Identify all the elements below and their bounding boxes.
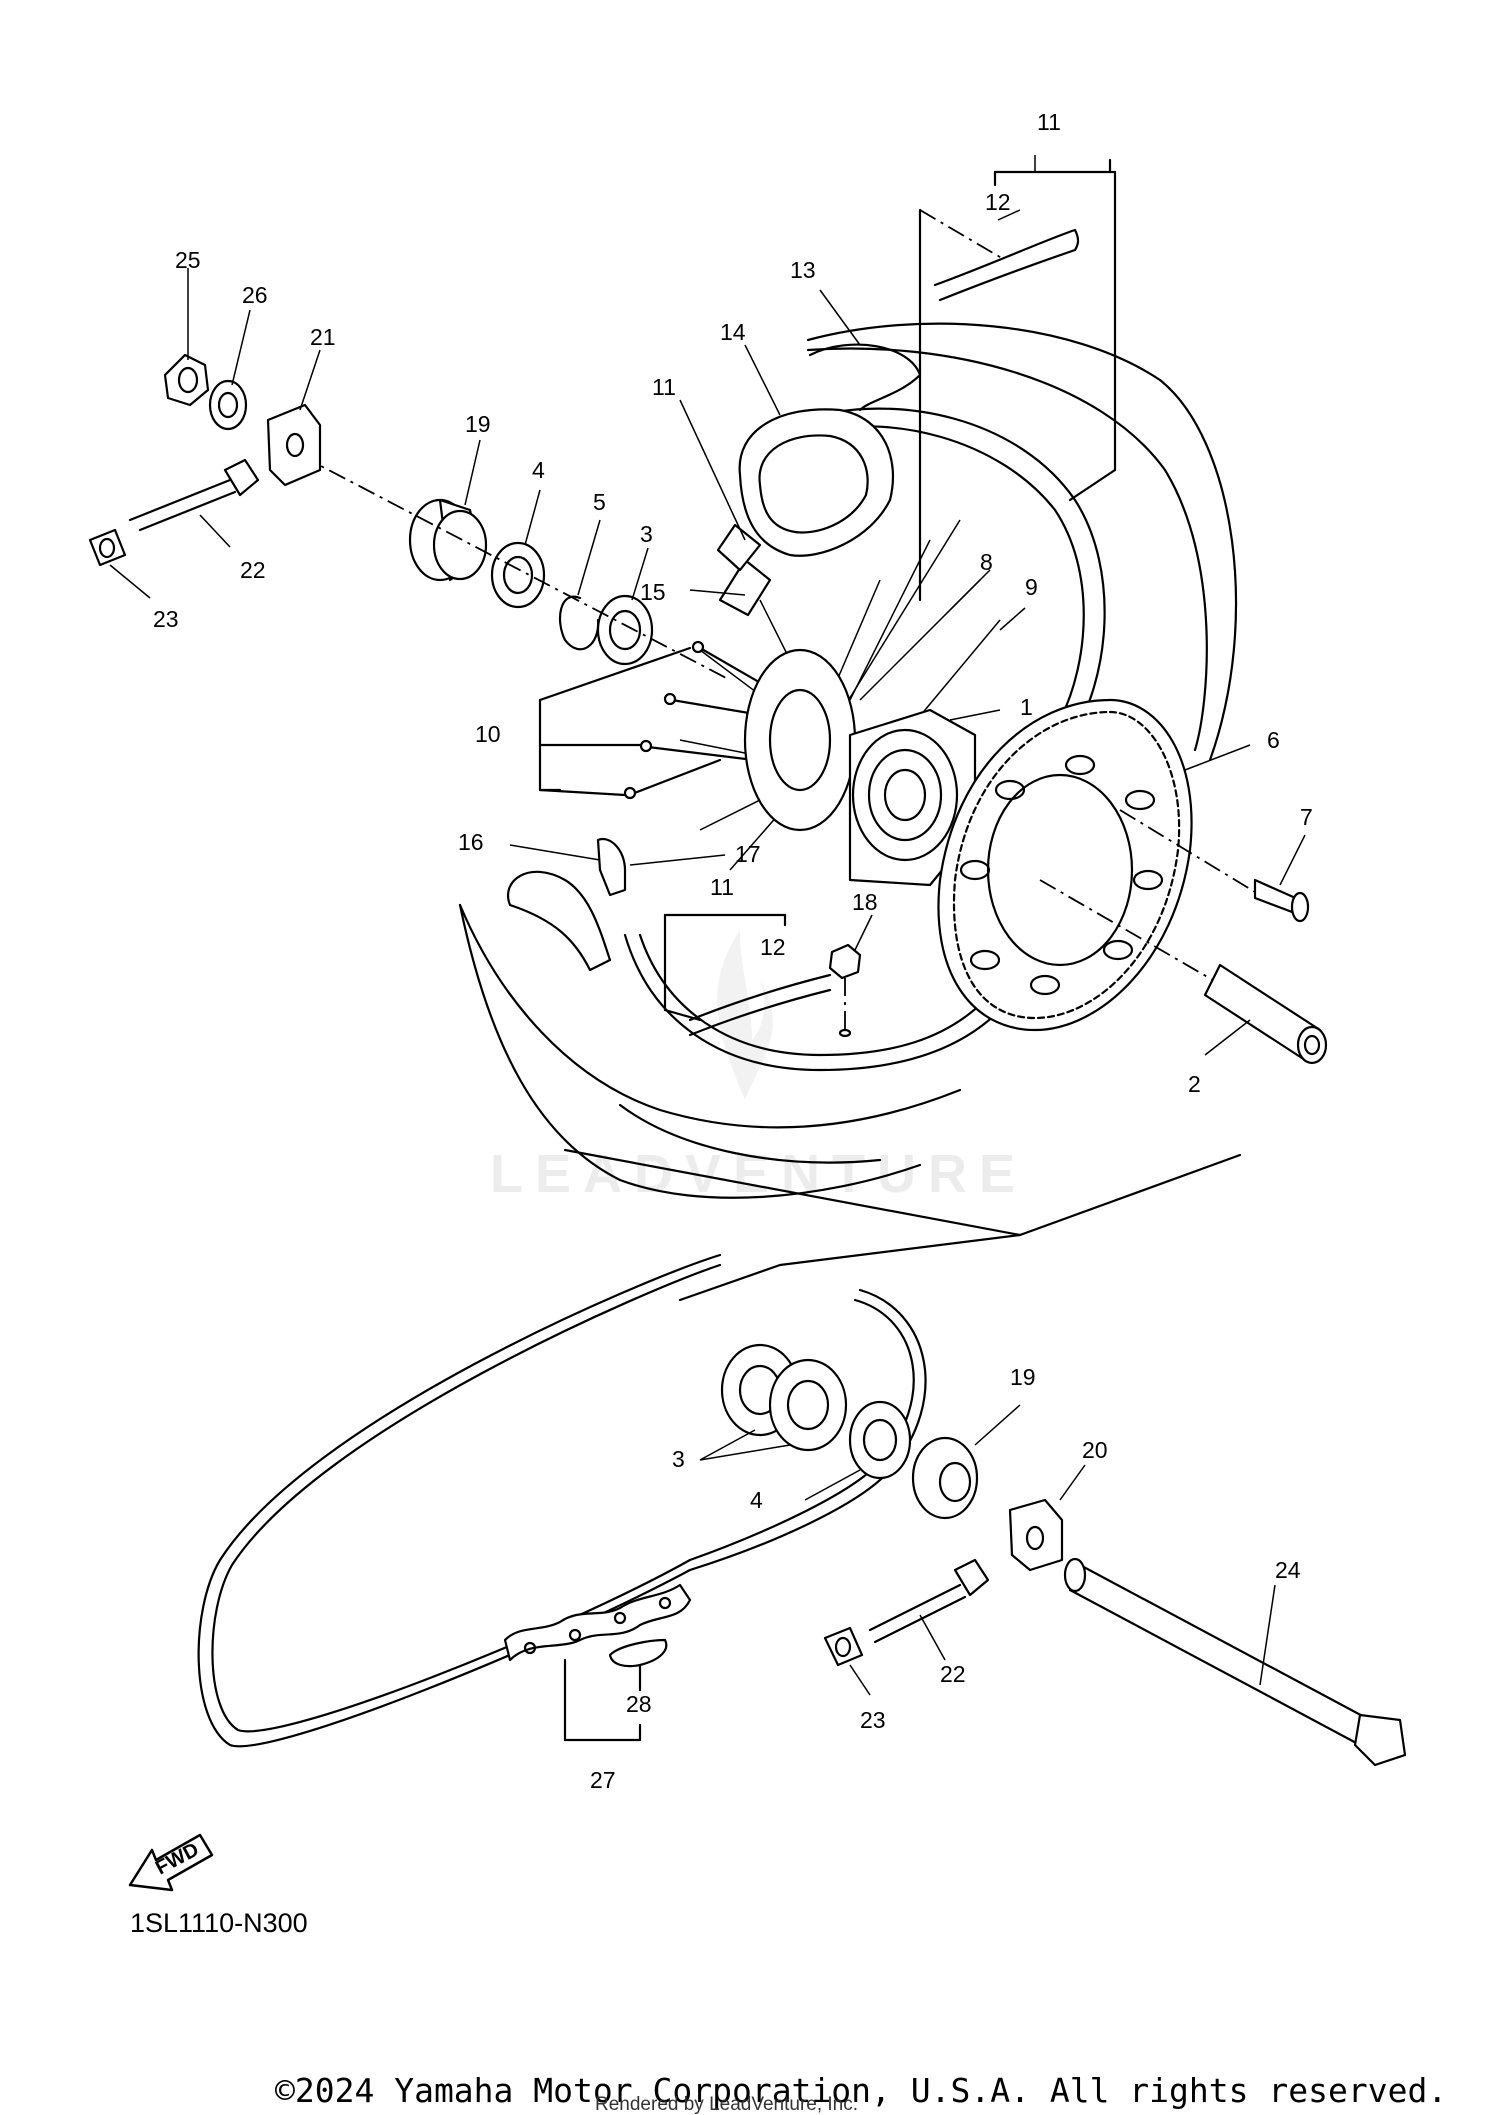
copyright-text: ©2024 Yamaha Motor Corporation, U.S.A. A… xyxy=(275,2071,1447,2110)
callout-12-top: 12 xyxy=(985,189,1011,215)
fwd-arrow-icon: FWD xyxy=(128,1833,214,1892)
rear-sprocket xyxy=(937,698,1193,1032)
rim-band xyxy=(738,343,922,557)
bracket-11-top xyxy=(918,158,1117,602)
rear-axle xyxy=(1063,1557,1407,1767)
callout-19-lower: 19 xyxy=(1010,1364,1036,1390)
sprocket-bolt xyxy=(1119,809,1310,923)
bottom-rim-lock xyxy=(507,837,627,972)
callout-23-top: 23 xyxy=(153,606,179,632)
callout-1: 1 xyxy=(1020,694,1033,720)
callout-11-mid: 11 xyxy=(652,374,676,400)
callout-13: 13 xyxy=(790,257,816,283)
callout-3-lower: 3 xyxy=(672,1446,685,1472)
watermark-text: LEADVENTURE xyxy=(490,1144,1027,1204)
adjust-bolt-left xyxy=(88,458,260,567)
axle-nut-washer xyxy=(163,353,248,431)
callout-3-top: 3 xyxy=(640,521,653,547)
right-bearings xyxy=(720,1343,848,1452)
left-hub-parts xyxy=(299,454,731,681)
right-collar xyxy=(911,1436,979,1520)
chain-links xyxy=(503,1583,692,1742)
callout-27: 27 xyxy=(590,1767,616,1793)
callout-21: 21 xyxy=(310,324,336,350)
callout-24: 24 xyxy=(1275,1557,1301,1583)
callout-2: 2 xyxy=(1188,1071,1201,1097)
bracket-11-lower xyxy=(663,913,787,1022)
bracket-10 xyxy=(538,646,692,797)
valve-nut xyxy=(828,943,862,1038)
callout-9: 9 xyxy=(1025,574,1038,600)
callout-4-lower: 4 xyxy=(750,1487,763,1513)
callout-19-top: 19 xyxy=(465,411,491,437)
rear-hub xyxy=(743,648,977,887)
adjust-bolt-right xyxy=(823,1558,990,1667)
axle-collar xyxy=(1039,879,1328,1065)
callout-25: 25 xyxy=(175,247,201,273)
chain-puller-left xyxy=(266,403,322,487)
lower-section-leader xyxy=(678,1233,1022,1302)
callout-labels: 11 12 13 14 11 15 25 26 21 19 4 5 3 8 9 … xyxy=(153,109,1313,1793)
watermark: LEADVENTURE xyxy=(490,930,1027,1204)
right-seal xyxy=(848,1400,912,1480)
callout-28: 28 xyxy=(626,1691,652,1717)
callout-11-top: 11 xyxy=(1037,109,1061,135)
callout-12-lower: 12 xyxy=(760,934,786,960)
callout-15: 15 xyxy=(640,579,666,605)
callout-23-lower: 23 xyxy=(860,1707,886,1733)
callout-18: 18 xyxy=(852,889,878,915)
callout-16: 16 xyxy=(458,829,484,855)
callout-14: 14 xyxy=(720,319,746,345)
callout-26: 26 xyxy=(242,282,268,308)
rear-rim xyxy=(623,407,1106,1072)
chain-puller-right xyxy=(1008,1498,1064,1572)
callout-20: 20 xyxy=(1082,1437,1108,1463)
callout-6: 6 xyxy=(1267,727,1280,753)
callout-7: 7 xyxy=(1300,804,1313,830)
callout-11-lower: 11 xyxy=(710,874,734,900)
rendered-by-text: Rendered by LeadVenture, Inc. xyxy=(595,2094,858,2115)
callout-4-top: 4 xyxy=(532,457,545,483)
rim-lock xyxy=(716,523,772,617)
callout-22-lower: 22 xyxy=(940,1661,966,1687)
callout-22-top: 22 xyxy=(240,557,266,583)
callout-17: 17 xyxy=(735,841,761,867)
callout-5: 5 xyxy=(593,489,606,515)
drive-chain xyxy=(197,1253,927,1748)
diagram-code: 1SL1110-N300 xyxy=(130,1908,308,1938)
rim-strip xyxy=(688,228,1080,1037)
leader-lines xyxy=(109,155,1306,1696)
callout-8: 8 xyxy=(980,549,993,575)
callout-10: 10 xyxy=(475,721,501,747)
